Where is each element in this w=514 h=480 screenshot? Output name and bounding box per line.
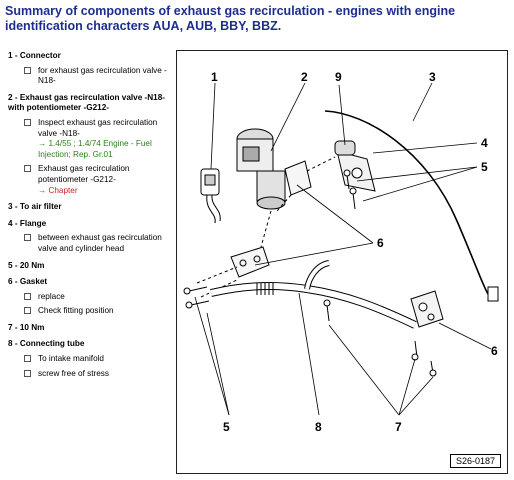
connector-part xyxy=(200,168,221,224)
legend-sub-item: Inspect exhaust gas recirculation valve … xyxy=(8,118,173,160)
air-filter-cable-end xyxy=(487,286,499,302)
bullet-icon xyxy=(24,307,31,315)
legend-item-1: 1 - Connector for exhaust gas recirculat… xyxy=(8,51,173,87)
legend-item-heading: 6 - Gasket xyxy=(8,277,48,287)
callout-8: 8 xyxy=(315,420,322,434)
bullet-icon xyxy=(24,369,31,377)
flange-part xyxy=(334,140,376,192)
legend-sub-item: Exhaust gas recirculation potentiometer … xyxy=(8,164,173,196)
legend-item-6: 6 - Gasket replace Check fitting positio… xyxy=(8,277,173,317)
callout-5-lower: 5 xyxy=(223,420,230,434)
legend-item-5: 5 - 20 Nm xyxy=(8,261,173,272)
bolts-7 xyxy=(323,299,437,377)
air-filter-cable xyxy=(324,110,496,298)
legend-sub-item: To intake manifold xyxy=(8,354,173,365)
connecting-tube-part xyxy=(210,260,417,329)
legend-sub-item: screw free of stress xyxy=(8,369,173,380)
legend-item-3: 3 - To air filter xyxy=(8,202,173,213)
callout-1: 1 xyxy=(211,70,218,84)
legend-item-heading: 2 - Exhaust gas recirculation valve -N18… xyxy=(8,92,166,113)
tube-bellows xyxy=(256,283,274,295)
legend-item-heading: 8 - Connecting tube xyxy=(8,339,85,349)
callout-3: 3 xyxy=(429,70,436,84)
repair-group-link[interactable]: → 1.4/55 ; 1.4/74 Engine - Fuel Injectio… xyxy=(38,139,152,159)
callout-5-upper: 5 xyxy=(481,160,488,174)
legend-item-8: 8 - Connecting tube To intake manifold s… xyxy=(8,339,173,379)
legend-item-heading: 7 - 10 Nm xyxy=(8,322,45,332)
bullet-icon xyxy=(24,66,31,74)
legend-item-2: 2 - Exhaust gas recirculation valve -N18… xyxy=(8,93,173,196)
gasket-upper xyxy=(284,160,312,196)
callout-7: 7 xyxy=(395,420,402,434)
diagram-drawing: 1 2 9 3 4 5 6 6 5 8 7 xyxy=(183,70,499,434)
callout-4: 4 xyxy=(481,136,488,150)
exploded-view-diagram: 1 2 9 3 4 5 6 6 5 8 7 S26-0187 xyxy=(176,50,508,474)
gasket-lower xyxy=(230,246,270,278)
callout-6-lower: 6 xyxy=(491,344,498,358)
legend-sub-item: Check fitting position xyxy=(8,306,173,317)
legend-item-heading: 1 - Connector xyxy=(8,51,61,60)
legend-sub-item: for exhaust gas recirculation valve -N18… xyxy=(8,66,173,87)
page-title: Summary of components of exhaust gas rec… xyxy=(5,4,456,33)
bullet-icon xyxy=(24,234,31,242)
figure-reference: S26-0187 xyxy=(449,454,501,468)
callout-2: 2 xyxy=(301,70,308,84)
chapter-link[interactable]: → Chapter xyxy=(38,185,78,195)
component-legend: 1 - Connector for exhaust gas recirculat… xyxy=(8,51,173,385)
bullet-icon xyxy=(24,355,31,363)
egr-valve-part xyxy=(236,128,286,210)
legend-item-7: 7 - 10 Nm xyxy=(8,323,173,334)
legend-sub-item: between exhaust gas recirculation valve … xyxy=(8,233,173,254)
bolts-lower xyxy=(183,286,210,309)
legend-sub-item: replace xyxy=(8,292,173,303)
callout-9: 9 xyxy=(335,70,342,84)
legend-item-4: 4 - Flange between exhaust gas recircula… xyxy=(8,219,173,255)
flange-bolts xyxy=(343,169,357,210)
legend-item-heading: 3 - To air filter xyxy=(8,202,62,212)
bullet-icon xyxy=(24,165,31,173)
bullet-icon xyxy=(24,292,31,300)
legend-item-heading: 5 - 20 Nm xyxy=(8,260,45,270)
bullet-icon xyxy=(24,118,31,126)
legend-item-heading: 4 - Flange xyxy=(8,218,47,228)
callout-6-upper: 6 xyxy=(377,236,384,250)
